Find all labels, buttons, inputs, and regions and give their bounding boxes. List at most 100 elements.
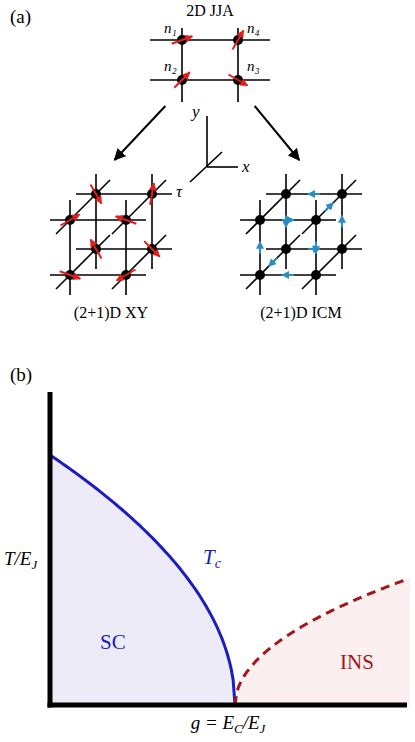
phase-spin bbox=[91, 184, 102, 203]
current-arrow bbox=[308, 193, 320, 195]
lattice-line bbox=[150, 79, 270, 81]
lattice-line bbox=[266, 248, 362, 250]
site-label: n₄ bbox=[247, 20, 260, 37]
lattice-line bbox=[69, 200, 71, 295]
lattice-line bbox=[302, 235, 356, 289]
lattice-line bbox=[315, 200, 317, 295]
region-label-group: SC bbox=[100, 630, 126, 654]
axis-line bbox=[207, 166, 238, 168]
axis-title-group: T/EJ bbox=[4, 548, 37, 573]
lattice-line bbox=[302, 180, 356, 234]
phase-spin bbox=[174, 72, 190, 88]
current-arrow bbox=[259, 242, 261, 254]
panel-letter-group: (b) bbox=[10, 364, 32, 386]
ins-region bbox=[235, 578, 410, 705]
phase-spin bbox=[144, 241, 160, 257]
coordinate-axes bbox=[190, 116, 238, 182]
axis-label-group: τ bbox=[176, 182, 182, 202]
plot-axis bbox=[48, 703, 408, 708]
axis-label-group: y bbox=[192, 102, 200, 122]
junction-dot bbox=[281, 189, 291, 199]
axis-title: /E bbox=[243, 712, 260, 733]
lattice-line bbox=[76, 193, 172, 195]
lattice-line bbox=[76, 248, 172, 250]
panel-letter: (a) bbox=[10, 6, 31, 27]
phase-spin bbox=[91, 239, 102, 258]
curve-label: T bbox=[203, 545, 215, 569]
lattice-panel: (2+1)D XY bbox=[22, 160, 200, 328]
site-label: n₁ bbox=[164, 20, 177, 37]
mapping-arrow bbox=[255, 106, 300, 160]
lattice-line bbox=[285, 174, 287, 269]
lattice-line bbox=[95, 174, 97, 269]
phase-spin bbox=[233, 30, 244, 49]
region-label-group: INS bbox=[340, 650, 374, 674]
lattice-line bbox=[125, 200, 127, 295]
lattice-line bbox=[266, 193, 362, 195]
region-label: INS bbox=[340, 650, 374, 674]
current-arrow bbox=[315, 242, 317, 254]
junction-dot bbox=[311, 215, 321, 225]
panel-title: 2D JJA bbox=[186, 2, 234, 20]
sc-region bbox=[50, 455, 235, 705]
phase-spin bbox=[60, 271, 81, 279]
junction-dot bbox=[337, 244, 347, 254]
current-arrow bbox=[269, 258, 277, 266]
plot-axis bbox=[48, 392, 53, 708]
curve-label-group: Tc bbox=[203, 545, 221, 572]
site-label: n₂ bbox=[164, 58, 177, 75]
axis-label: x bbox=[242, 157, 250, 176]
panel-letter: (b) bbox=[10, 364, 32, 385]
lattice-line bbox=[50, 274, 146, 276]
axis-title: C bbox=[234, 721, 243, 736]
jja-lattice bbox=[150, 28, 270, 102]
phase-spin bbox=[150, 183, 154, 205]
site-label: n₃ bbox=[247, 58, 260, 75]
axis-title-group: g = EC/EJ bbox=[191, 712, 266, 737]
current-arrow bbox=[325, 203, 333, 211]
junction-dot bbox=[255, 215, 265, 225]
lattice-panel: (2+1)D ICM bbox=[212, 160, 390, 328]
current-arrow bbox=[282, 274, 294, 276]
lattice-line bbox=[150, 39, 270, 41]
phase-spin bbox=[228, 75, 247, 86]
junction-dot bbox=[281, 244, 291, 254]
lattice-line bbox=[341, 174, 343, 269]
xy-lattice bbox=[50, 174, 172, 295]
current-arrow bbox=[285, 216, 287, 228]
mapping-arrow bbox=[115, 106, 166, 160]
phase-diagram bbox=[48, 392, 411, 708]
axis-title: g = E bbox=[191, 712, 234, 733]
tc-curve bbox=[50, 455, 235, 705]
crossover-curve bbox=[235, 580, 405, 705]
phase-spin bbox=[116, 216, 137, 224]
icm-lattice bbox=[240, 174, 362, 295]
current-arrow bbox=[308, 248, 320, 250]
axis-title: J bbox=[260, 721, 266, 736]
lattice-line bbox=[112, 180, 166, 234]
panel-letter-group: (a) bbox=[10, 6, 31, 28]
axis-line bbox=[206, 116, 208, 167]
lattice-line bbox=[56, 180, 110, 234]
lattice-line bbox=[240, 274, 336, 276]
current-arrow bbox=[282, 219, 294, 221]
lattice-line bbox=[246, 235, 300, 289]
axis-title: T/E bbox=[4, 548, 31, 569]
axis-line bbox=[190, 152, 222, 182]
lattice-panel: 2D JJA n₁ n₄ n₂ n₃ bbox=[148, 2, 272, 106]
panel-title: (2+1)D XY bbox=[74, 304, 148, 322]
junction-dot bbox=[337, 189, 347, 199]
panel-title: (2+1)D ICM bbox=[260, 304, 341, 322]
lattice-line bbox=[259, 200, 261, 295]
lattice-line bbox=[112, 235, 166, 289]
region-label: SC bbox=[100, 630, 126, 654]
axis-label: τ bbox=[176, 182, 182, 201]
axis-label: y bbox=[192, 102, 200, 121]
lattice-line bbox=[50, 219, 146, 221]
lattice-line bbox=[246, 180, 300, 234]
lattice-line bbox=[56, 235, 110, 289]
axis-label-group: x bbox=[242, 157, 250, 177]
phase-spin bbox=[116, 270, 135, 281]
